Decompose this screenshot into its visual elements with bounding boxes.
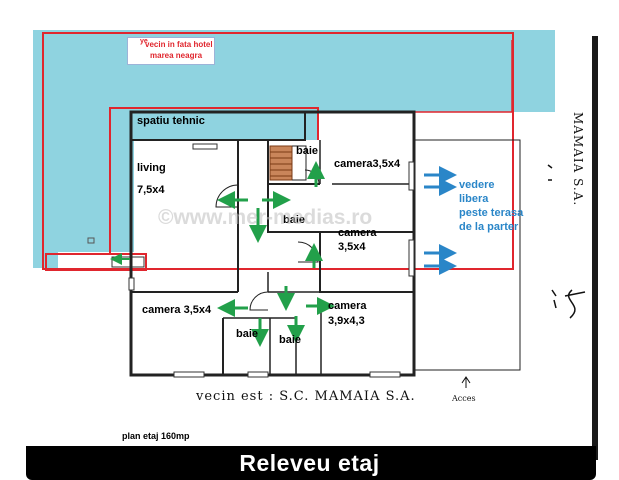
walls: [129, 110, 521, 377]
title-banner: [26, 446, 596, 480]
terrace-area: [33, 30, 555, 268]
acces-arrow: [461, 376, 471, 388]
green-arrows: [110, 161, 335, 347]
windows: [128, 143, 415, 378]
right-label: MAMAIA S.A.: [571, 112, 585, 207]
red-outline-outer: [42, 32, 514, 270]
stairs: [269, 145, 307, 181]
room-camera-se-size: 3,9x4,3: [328, 315, 365, 327]
view-note-line-1: vedere: [459, 179, 495, 191]
neighbor-north-line1: vecin in fata hotel: [145, 40, 213, 49]
tech-room-wall: [131, 112, 306, 141]
view-note-line-4: de la parter: [459, 221, 519, 233]
view-note-line-3: peste terasa: [459, 207, 524, 219]
neighbor-north-line2: marea neagra: [150, 51, 203, 60]
page-title: Releveu etaj: [239, 450, 380, 476]
room-bath-mid: baie: [283, 214, 306, 226]
neighbor-north-box: ye vecin in fata hotel marea neagra: [127, 37, 215, 65]
room-camera-mid-name: camera: [338, 227, 377, 239]
acces-label: Acces: [452, 394, 476, 403]
room-bath-top: baie: [296, 145, 319, 157]
room-camera-sw: camera 3,5x4: [142, 304, 212, 316]
room-camera-ne: camera3,5x4: [334, 158, 401, 170]
room-camera-se-name: camera: [328, 300, 367, 312]
view-note-line-2: libera: [459, 193, 489, 205]
room-bath-low-right: baie: [279, 334, 302, 346]
room-camera-mid-size: 3,5x4: [338, 241, 366, 253]
room-technical: spatiu tehnic: [137, 115, 205, 127]
room-living-size: 7,5x4: [137, 184, 165, 196]
room-bath-low-left: baie: [236, 328, 259, 340]
neighbor-east: vecin est : S.C. MAMAIA S.A.: [196, 389, 416, 404]
terrace-marker: [87, 237, 95, 244]
room-living-name: living: [137, 162, 166, 174]
blue-view-arrows: [424, 166, 457, 275]
plan-label: plan etaj 160mp: [122, 431, 190, 441]
red-outline-inner: [109, 107, 319, 254]
right-sketch-marks: [547, 164, 586, 319]
watermark: ©www.mer-medias.ro: [158, 206, 373, 229]
red-balcony: [45, 253, 147, 271]
neighbor-north-prefix: ye: [140, 38, 148, 45]
